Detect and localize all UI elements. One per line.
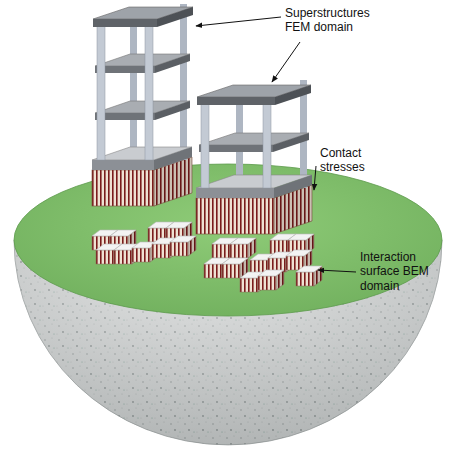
callout-label: Interaction surface BEM domain xyxy=(360,250,436,293)
leader-lines xyxy=(196,17,356,272)
building-right xyxy=(196,80,312,234)
callout-label: Superstructures FEM domain xyxy=(285,6,395,35)
building-left xyxy=(92,4,193,206)
callout-label: Contact stresses xyxy=(320,146,382,175)
